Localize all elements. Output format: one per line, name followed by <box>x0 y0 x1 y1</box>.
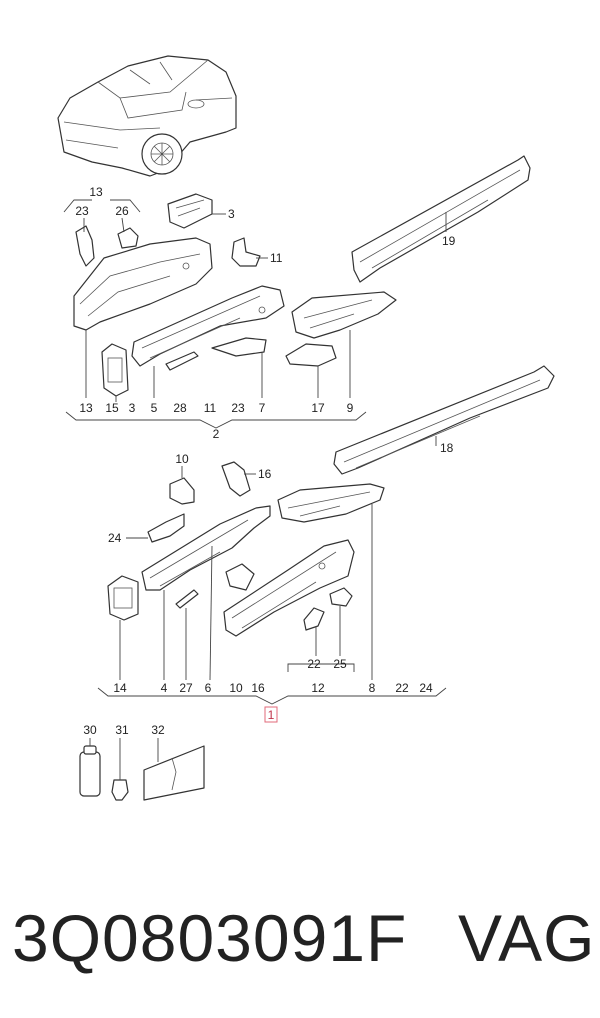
callout-labels: 13 23 26 3 11 19 13 15 3 5 28 11 23 7 17… <box>75 185 455 737</box>
label-26: 26 <box>115 204 129 218</box>
parts-diagram: 13 23 26 3 11 19 13 15 3 5 28 11 23 7 17… <box>57 55 555 801</box>
row1-label-28: 28 <box>173 401 187 415</box>
part-28-strip <box>165 351 199 371</box>
row1-label-3: 3 <box>129 401 136 415</box>
part-17 <box>285 343 337 367</box>
part-32-tape <box>143 738 205 801</box>
part-22 <box>303 607 325 631</box>
part-24 <box>147 513 185 543</box>
row1-label-15: 15 <box>105 401 119 415</box>
label-31: 31 <box>115 723 129 737</box>
part-5-member <box>131 285 285 367</box>
part-19-rail <box>351 155 531 283</box>
part-31-plug <box>111 738 129 801</box>
label-12: 12 <box>311 681 325 695</box>
row1-label-7: 7 <box>259 401 266 415</box>
part-16 <box>221 461 251 497</box>
part-4-member <box>141 505 271 591</box>
part-27-strip <box>175 589 199 609</box>
label-19: 19 <box>442 234 456 248</box>
group-1-highlight-box <box>264 706 278 723</box>
label-23a: 23 <box>75 204 89 218</box>
row2-label-4: 4 <box>161 681 168 695</box>
row2-label-27: 27 <box>179 681 193 695</box>
part-10 <box>169 477 195 505</box>
upper-leaders <box>63 199 447 429</box>
row2-label-6: 6 <box>205 681 212 695</box>
row1-label-11: 11 <box>204 401 217 415</box>
part-30-can <box>79 738 101 797</box>
part-26 <box>117 227 139 249</box>
brand-name: VAG <box>458 901 596 975</box>
row2-label-24: 24 <box>419 681 433 695</box>
vehicle-thumbnail <box>57 55 237 177</box>
row2-label-8: 8 <box>369 681 376 695</box>
label-16a: 16 <box>258 467 272 481</box>
part-6 <box>225 563 255 591</box>
label-32: 32 <box>151 723 165 737</box>
row2-label-14: 14 <box>113 681 127 695</box>
group-label-1: 1 <box>268 708 275 722</box>
label-10a: 10 <box>175 452 189 466</box>
part-7 <box>211 337 267 357</box>
label-25a: 25 <box>333 657 347 671</box>
row2-label-22: 22 <box>395 681 409 695</box>
group-label-2: 2 <box>213 427 220 441</box>
part-8 <box>277 483 385 523</box>
row2-label-16: 16 <box>251 681 265 695</box>
row1-label-23: 23 <box>231 401 245 415</box>
part-11 <box>231 237 261 267</box>
row2-label-10: 10 <box>229 681 243 695</box>
row1-label-5: 5 <box>151 401 158 415</box>
label-3a: 3 <box>228 207 235 221</box>
label-13-top: 13 <box>89 185 103 199</box>
label-24a: 24 <box>108 531 122 545</box>
footer: 3Q0803091F VAG <box>0 888 600 988</box>
part-9 <box>291 291 397 339</box>
part-12-rail <box>223 539 355 637</box>
part-25 <box>329 587 353 607</box>
row1-label-9: 9 <box>347 401 354 415</box>
label-30: 30 <box>83 723 97 737</box>
lower-leaders <box>97 436 447 705</box>
row1-label-17: 17 <box>311 401 325 415</box>
part-14-bracket <box>107 575 139 621</box>
part-15-bracket <box>101 343 129 397</box>
part-number: 3Q0803091F <box>12 901 408 975</box>
part-3-upper <box>167 193 213 229</box>
label-22a: 22 <box>307 657 321 671</box>
part-23 <box>75 225 95 267</box>
label-11a: 11 <box>270 251 283 265</box>
label-18: 18 <box>440 441 454 455</box>
row1-label-13: 13 <box>79 401 93 415</box>
